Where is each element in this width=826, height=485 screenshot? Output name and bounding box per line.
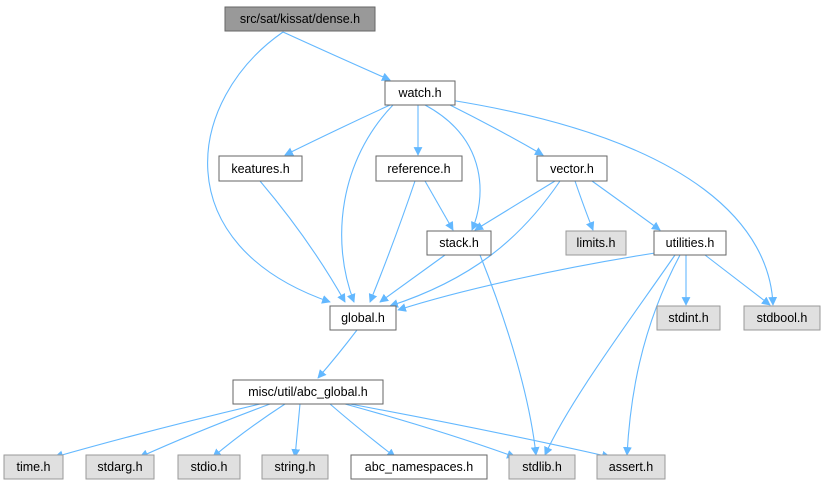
edge-keatures-global [259, 180, 346, 303]
node-utilities[interactable]: utilities.h [653, 230, 727, 256]
edge-abc-global-abc-namespaces [329, 403, 396, 458]
edge-abc-global-stdarg [139, 403, 271, 458]
edge-reference-global [368, 180, 416, 303]
edge-utilities-stdbool [704, 254, 771, 306]
node-assert[interactable]: assert.h [596, 454, 666, 480]
node-vector-label: vector.h [550, 162, 594, 176]
node-stdlib-label: stdlib.h [522, 460, 562, 474]
node-stack[interactable]: stack.h [426, 230, 492, 256]
edge-dense-global [207, 31, 331, 304]
node-limits-label: limits.h [577, 236, 616, 250]
node-stdbool-label: stdbool.h [757, 311, 808, 325]
node-watch-label: watch.h [397, 86, 441, 100]
node-time-label: time.h [16, 460, 50, 474]
edge-global-abc-global [317, 329, 358, 379]
edge-stack-global [379, 254, 446, 303]
edge-vector-stack [474, 180, 556, 231]
edge-abc-global-stdio [212, 403, 286, 458]
nodes: src/sat/kissat/dense.h watch.h keatures.… [3, 6, 821, 480]
node-reference[interactable]: reference.h [375, 155, 463, 182]
node-utilities-label: utilities.h [666, 236, 715, 250]
edge-watch-global [341, 104, 394, 303]
edge-abc-global-assert [349, 403, 611, 460]
edge-watch-stack [424, 104, 481, 231]
node-reference-label: reference.h [387, 162, 450, 176]
node-abc-global[interactable]: misc/util/abc_global.h [232, 379, 384, 405]
edge-watch-stdbool [449, 99, 778, 306]
node-string[interactable]: string.h [261, 454, 329, 480]
edge-abc-global-time [54, 403, 261, 460]
node-time[interactable]: time.h [3, 454, 64, 480]
node-dense-label: src/sat/kissat/dense.h [240, 12, 360, 26]
node-vector[interactable]: vector.h [536, 155, 608, 182]
node-stdio[interactable]: stdio.h [177, 454, 241, 480]
node-stack-label: stack.h [439, 236, 479, 250]
node-stdlib[interactable]: stdlib.h [508, 454, 576, 480]
edge-utilities-global [397, 252, 656, 312]
node-stdarg-label: stdarg.h [97, 460, 142, 474]
node-assert-label: assert.h [609, 460, 654, 474]
node-global[interactable]: global.h [329, 305, 397, 331]
node-keatures-label: keatures.h [231, 162, 289, 176]
edge-abc-global-stdlib [344, 403, 516, 459]
edge-dense-watch [282, 31, 391, 81]
node-abc-namespaces-label: abc_namespaces.h [365, 460, 473, 474]
node-stdio-label: stdio.h [191, 460, 228, 474]
edge-utilities-assert [623, 254, 681, 456]
node-stdint-label: stdint.h [668, 311, 708, 325]
edge-watch-keatures [284, 104, 391, 156]
node-stdint[interactable]: stdint.h [656, 305, 721, 331]
node-limits[interactable]: limits.h [565, 230, 627, 256]
edge-vector-global [389, 180, 561, 308]
edge-reference-stack [424, 180, 454, 231]
edge-stack-stdlib [479, 254, 540, 456]
node-global-label: global.h [341, 311, 385, 325]
node-keatures[interactable]: keatures.h [218, 155, 303, 182]
edge-watch-vector [449, 104, 544, 156]
node-stdbool[interactable]: stdbool.h [743, 305, 821, 331]
node-string-label: string.h [275, 460, 316, 474]
node-abc-global-label: misc/util/abc_global.h [248, 385, 368, 399]
node-stdarg[interactable]: stdarg.h [85, 454, 155, 480]
node-watch[interactable]: watch.h [384, 80, 456, 106]
edges [54, 31, 778, 460]
edge-abc-global-string [291, 403, 301, 458]
edge-vector-limits [574, 180, 595, 231]
node-abc-namespaces[interactable]: abc_namespaces.h [350, 454, 488, 480]
edge-utilities-stdlib [544, 254, 676, 456]
edge-vector-utilities [591, 180, 661, 231]
node-dense[interactable]: src/sat/kissat/dense.h [224, 6, 376, 32]
